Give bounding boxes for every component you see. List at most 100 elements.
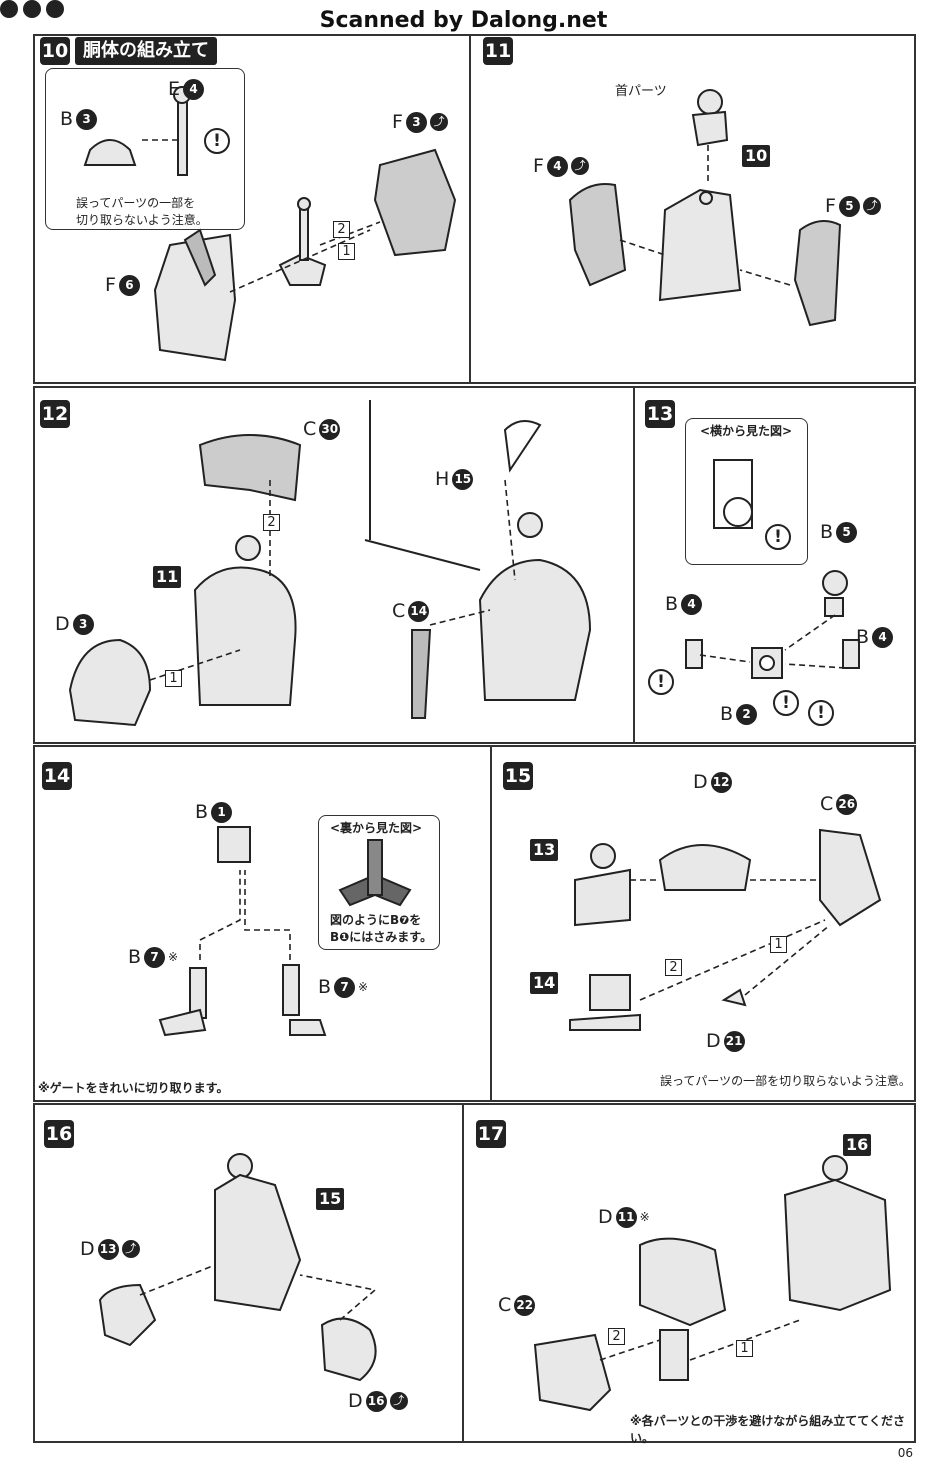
gate-cut-icon: ⤴ <box>862 197 881 215</box>
step-reference: 15 <box>316 1188 345 1210</box>
warning-icon: ! <box>773 690 799 716</box>
note-mark: ※ <box>639 1210 650 1224</box>
part-number: 7 <box>144 946 166 968</box>
note-mark: ※ <box>358 980 369 994</box>
runner-letter: F <box>825 195 836 217</box>
part-number: 2 <box>736 703 758 725</box>
part-number: 3 <box>405 111 427 133</box>
runner-letter: B <box>318 976 332 998</box>
cut-caution-icon <box>0 0 18 18</box>
warning-icon: ! <box>765 524 791 550</box>
runner-letter: F <box>392 111 403 133</box>
runner-letter: F <box>105 274 116 296</box>
runner-letter: C <box>303 418 317 440</box>
order-marker: 1 <box>338 243 355 260</box>
part-number: 13 <box>97 1238 119 1260</box>
part-number: 4 <box>183 78 205 100</box>
part-number: 26 <box>836 793 858 815</box>
runner-letter: E <box>168 78 181 100</box>
gate-cut-icon: ⤴ <box>389 1392 408 1410</box>
order-marker: 1 <box>770 936 787 953</box>
scan-watermark: Scanned by Dalong.net <box>319 8 608 33</box>
runner-letter: D <box>80 1238 95 1260</box>
part-number: 7 <box>334 976 356 998</box>
gate-cut-icon: ⤴ <box>570 157 589 175</box>
note-line: 図のようにB❼を <box>330 913 422 927</box>
order-marker: 2 <box>665 959 682 976</box>
runner-letter: B <box>720 703 734 725</box>
part-number: 5 <box>836 521 858 543</box>
note-mark: ※ <box>168 950 179 964</box>
caution-note: 誤ってパーツの一部を切り取らないよう注意。 <box>76 195 208 229</box>
order-marker: 1 <box>736 1340 753 1357</box>
note-line: 誤ってパーツの一部を <box>76 196 196 210</box>
runner-letter: H <box>435 468 450 490</box>
part-number: 12 <box>710 771 732 793</box>
part-number: 30 <box>319 418 341 440</box>
part-number: 15 <box>452 468 474 490</box>
part-number: 6 <box>118 274 140 296</box>
step-number-16: 16 <box>44 1120 74 1148</box>
step-reference: 11 <box>153 566 182 588</box>
step-number-11: 11 <box>483 37 513 65</box>
side-view-inset <box>685 418 808 565</box>
part-number: 5 <box>838 195 860 217</box>
runner-letter: C <box>498 1294 512 1316</box>
gate-cut-icon: ⤴ <box>121 1240 140 1258</box>
neck-part-label: 首パーツ <box>615 84 667 99</box>
runner-letter: D <box>706 1030 721 1052</box>
warning-icon: ! <box>808 700 834 726</box>
runner-letter: D <box>55 613 70 635</box>
runner-letter: B <box>665 593 679 615</box>
step-reference: 10 <box>742 145 771 167</box>
runner-letter: D <box>348 1390 363 1412</box>
runner-letter: B <box>195 801 209 823</box>
step-number-14: 14 <box>42 762 72 790</box>
part-number: 4 <box>546 155 568 177</box>
caution-inset <box>45 68 245 230</box>
part-number: 3 <box>76 108 98 130</box>
part-number: 1 <box>211 801 233 823</box>
part-number: 4 <box>872 626 894 648</box>
section-title: 胴体の組み立て <box>75 37 217 65</box>
step-number-12: 12 <box>40 400 70 428</box>
runner-letter: B <box>60 108 74 130</box>
part-number: 11 <box>615 1206 637 1228</box>
side-view-title: <横から見た図> <box>700 424 793 438</box>
runner-letter: B <box>856 626 870 648</box>
runner-letter: C <box>820 793 834 815</box>
part-number: 4 <box>681 593 703 615</box>
warning-icon: ! <box>648 669 674 695</box>
part-number: 14 <box>408 600 430 622</box>
runner-letter: B <box>820 521 834 543</box>
step-13-panel <box>633 386 916 744</box>
gate-cut-icon: ⤴ <box>429 113 448 131</box>
cut-caution-icon <box>46 0 65 18</box>
runner-letter: D <box>598 1206 613 1228</box>
runner-letter: D <box>693 771 708 793</box>
runner-letter: C <box>392 600 406 622</box>
part-number: 3 <box>72 613 94 635</box>
cut-caution-icon <box>23 0 42 18</box>
order-marker: 2 <box>608 1328 625 1345</box>
step-reference: 13 <box>530 839 559 861</box>
